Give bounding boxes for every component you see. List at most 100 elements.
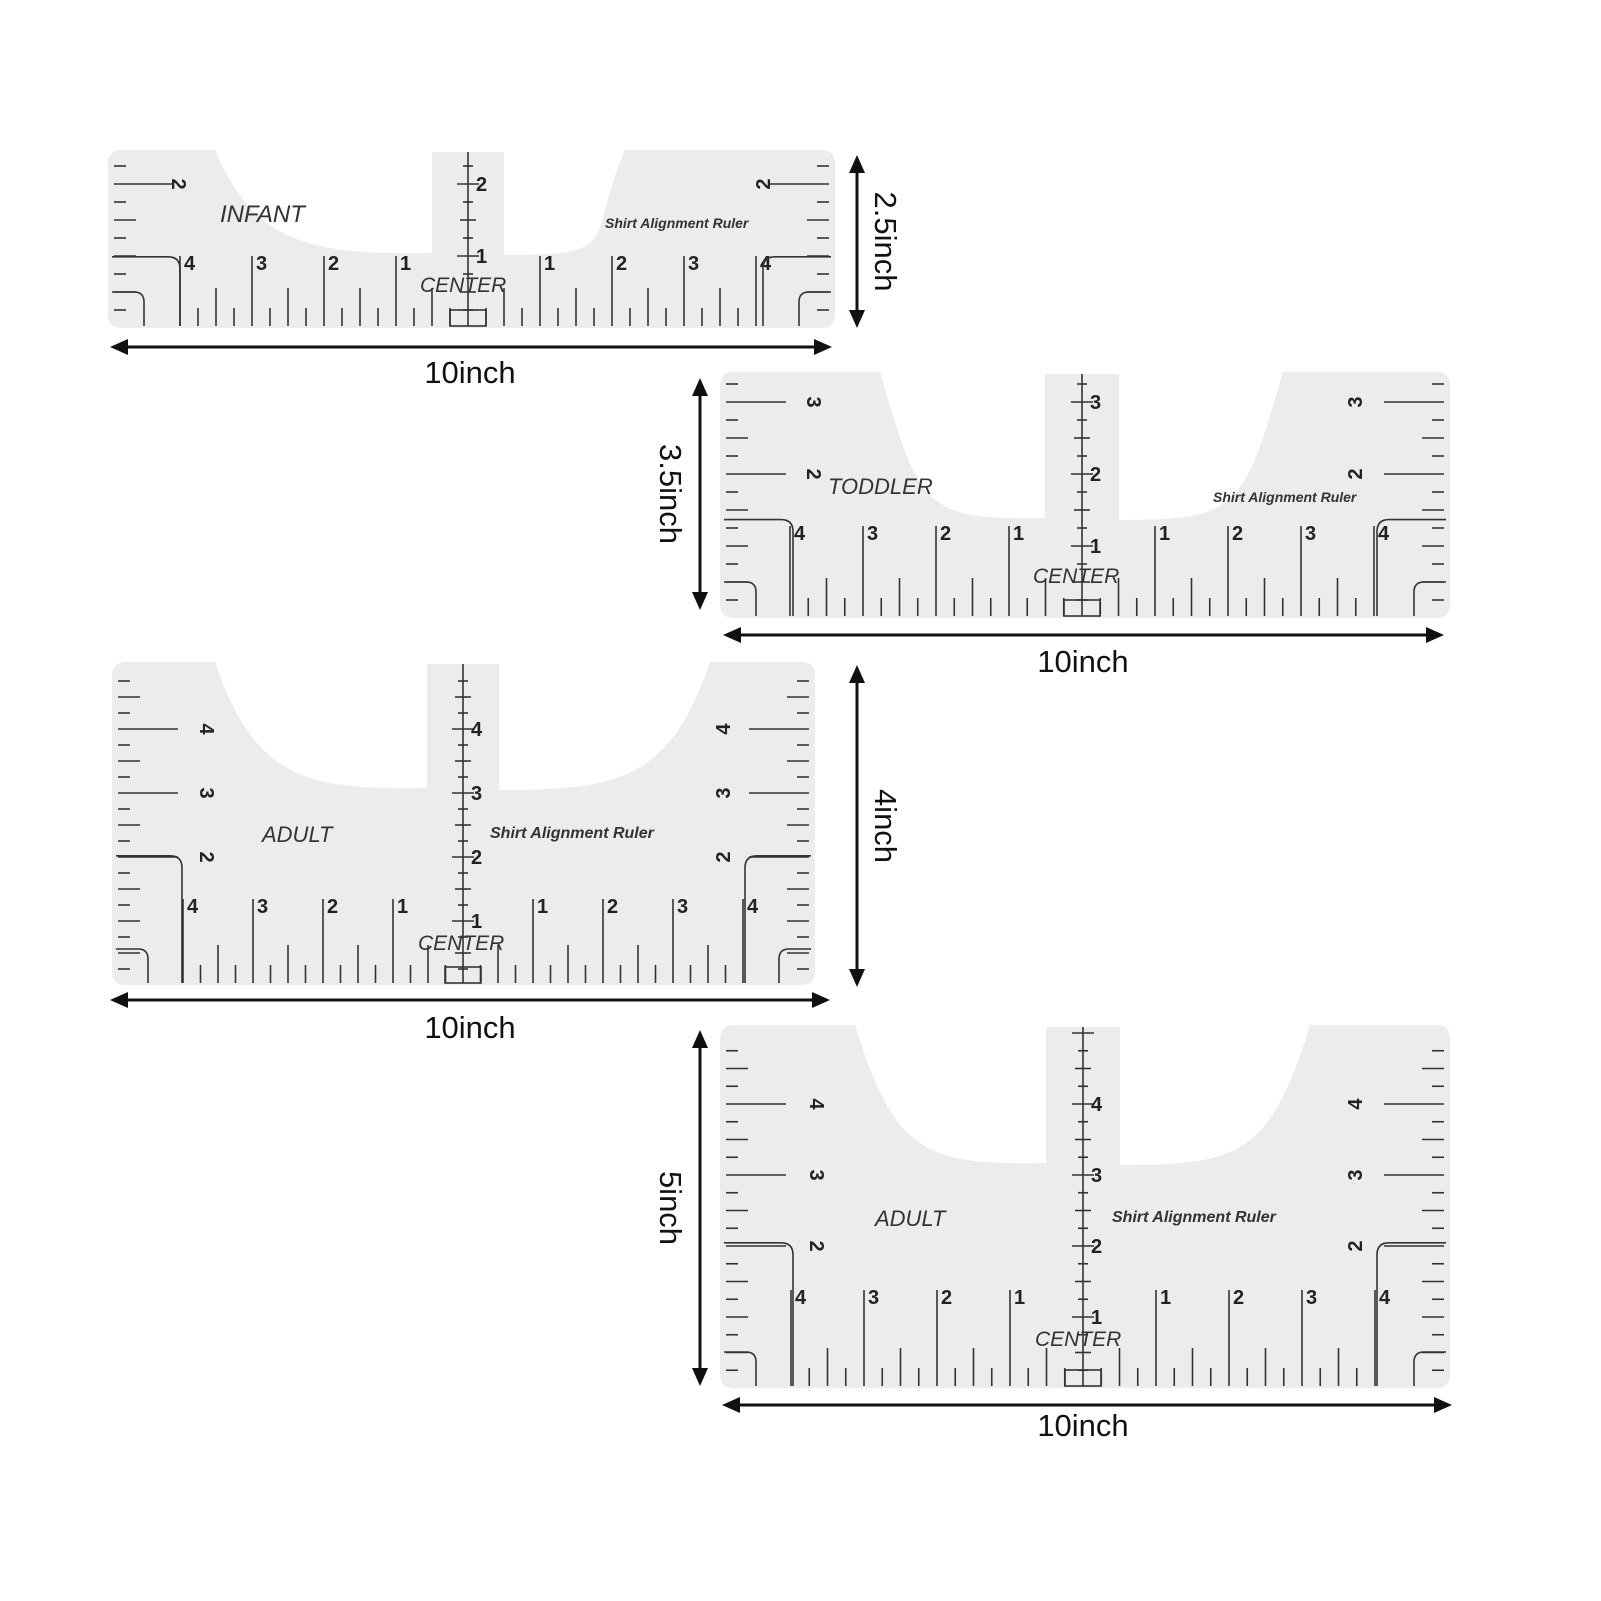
horizontal-number: 1 [537,896,548,918]
horizontal-number: 2 [1232,523,1243,545]
corner-guide-right [1376,1242,1446,1386]
left-side-number: 4 [805,1098,827,1110]
right-side-number: 4 [1345,1098,1367,1110]
center-number: 3 [1090,392,1101,414]
center-label: CENTER [420,274,506,297]
horizontal-number: 4 [794,523,806,545]
right-side-number: 2 [713,851,735,862]
horizontal-number: 4 [1379,1287,1391,1309]
center-label: CENTER [418,932,504,955]
horizontal-number: 2 [607,896,618,918]
arrowhead-up-icon [849,665,865,683]
horizontal-number: 3 [677,896,688,918]
left-side-number: 2 [805,1240,827,1251]
horizontal-number: 3 [867,523,878,545]
center-box [449,309,487,327]
size-label: INFANT [220,201,307,228]
width-dimension-label: 10inch [424,1010,515,1045]
corner-guide-left [112,256,181,326]
height-dimension-label: 2.5inch [868,192,903,292]
arrowhead-left-icon [722,1397,740,1413]
corner-guide-left [116,855,183,983]
horizontal-number: 3 [1305,523,1316,545]
center-number: 1 [1090,536,1101,558]
horizontal-number: 3 [868,1287,879,1309]
center-label: CENTER [1035,1328,1121,1351]
size-label: ADULT [260,822,334,847]
height-dimension-label: 5inch [653,1171,688,1245]
ruler-body [720,1025,1450,1388]
center-number: 3 [471,783,482,805]
corner-guide-left-small [724,1351,757,1386]
left-side-number: 2 [195,851,217,862]
horizontal-number: 1 [397,896,408,918]
center-box [444,966,482,984]
horizontal-number: 4 [184,253,196,275]
size-label: TODDLER [828,474,933,499]
horizontal-number: 4 [747,896,759,918]
arrowhead-right-icon [1434,1397,1452,1413]
arrowhead-down-icon [692,592,708,610]
right-side-number: 4 [713,723,735,735]
horizontal-number: 2 [940,523,951,545]
corner-guide-left-small [112,291,145,326]
horizontal-number: 2 [616,253,627,275]
center-number: 2 [471,847,482,869]
corner-guide-right-small [1413,581,1446,616]
right-side-number: 3 [1345,1169,1367,1180]
corner-guide-right-small [798,291,831,326]
corner-guide-right [1376,518,1446,616]
horizontal-number: 4 [1378,523,1390,545]
right-side-number: 2 [753,178,775,189]
ruler-body [720,372,1450,618]
corner-guide-right-small [1413,1351,1446,1386]
arrowhead-down-icon [849,969,865,987]
arrowhead-left-icon [723,627,741,643]
size-label: ADULT [873,1206,947,1231]
center-number: 3 [1091,1165,1102,1187]
arrowhead-right-icon [812,992,830,1008]
right-side-number: 2 [1345,468,1367,479]
center-number: 2 [476,174,487,196]
horizontal-number: 1 [1013,523,1024,545]
center-number: 4 [1091,1094,1103,1116]
corner-guide-right [762,256,831,326]
width-dimension-label: 10inch [1037,1408,1128,1443]
horizontal-number: 2 [1233,1287,1244,1309]
center-number: 2 [1090,464,1101,486]
corner-guide-left-small [724,581,757,616]
center-label: CENTER [1033,565,1119,588]
corner-guide-left [724,1242,794,1386]
arrowhead-left-icon [110,339,128,355]
ruler-body [108,150,835,328]
right-side-number: 3 [713,787,735,798]
horizontal-number: 1 [1159,523,1170,545]
corner-guide-left-small [116,948,149,983]
center-number: 1 [1091,1307,1102,1329]
center-number: 2 [1091,1236,1102,1258]
arrowhead-up-icon [692,1030,708,1048]
arrowhead-down-icon [849,310,865,328]
left-side-number: 3 [802,396,824,407]
arrowhead-up-icon [692,378,708,396]
arrowhead-left-icon [110,992,128,1008]
ruler-subtitle: Shirt Alignment Ruler [1112,1209,1277,1226]
center-number: 1 [476,246,487,268]
horizontal-number: 1 [400,253,411,275]
center-number: 1 [471,911,482,933]
arrowhead-down-icon [692,1368,708,1386]
horizontal-number: 4 [187,896,199,918]
ruler-subtitle: Shirt Alignment Ruler [1213,489,1358,505]
horizontal-number: 2 [327,896,338,918]
arrowhead-right-icon [814,339,832,355]
height-dimension-label: 3.5inch [653,444,688,544]
horizontal-number: 3 [688,253,699,275]
left-side-number: 2 [802,468,824,479]
horizontal-number: 1 [1160,1287,1171,1309]
ruler-subtitle: Shirt Alignment Ruler [605,215,750,231]
center-box [1063,599,1101,617]
